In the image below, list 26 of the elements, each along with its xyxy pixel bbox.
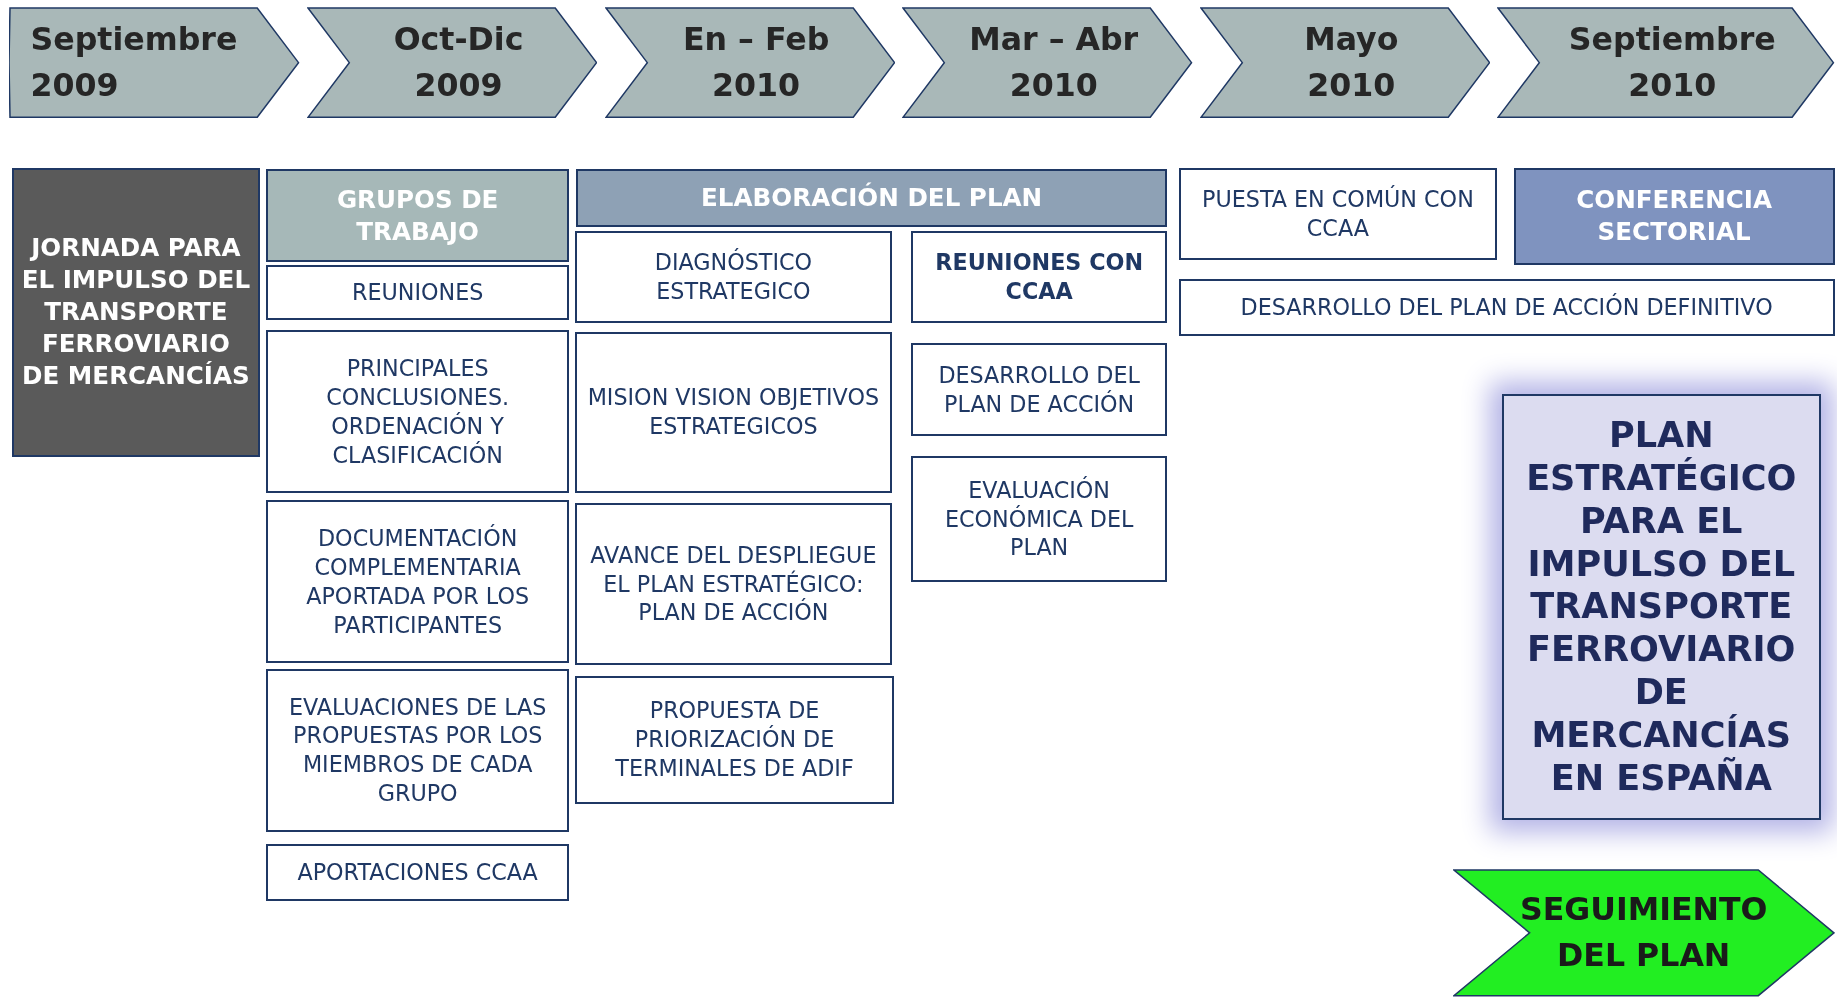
- period-banner: Mayo 2010: [1199, 7, 1491, 119]
- task-box: AVANCE DEL DESPLIEGUE EL PLAN ESTRATÉGICO: PLAN DE ACCIÓN: [575, 502, 892, 666]
- period-banner: Septiembre 2009: [9, 7, 300, 119]
- header-box: ELABORACIÓN DEL PLAN: [576, 168, 1167, 228]
- task-box: EVALUACIONES DE LAS PROPUESTAS POR LOS MIEMBROS DE CADA GRUPO: [265, 668, 570, 832]
- period-banner: En – Feb 2010: [604, 7, 896, 119]
- task-box: MISION VISION OBJETIVOS ESTRATEGICOS: [575, 331, 892, 494]
- task-box: REUNIONES CON CCAA: [911, 230, 1167, 324]
- header-box: CONFERENCIA SECTORIAL: [1513, 167, 1835, 265]
- task-box: EVALUACIÓN ECONÓMICA DEL PLAN: [911, 455, 1167, 583]
- task-box: PROPUESTA DE PRIORIZACIÓN DE TERMINALES DE ADIF: [575, 676, 894, 804]
- period-banner: Mar – Abr 2010: [902, 7, 1193, 119]
- task-box: DOCUMENTACIÓN COMPLEMENTARIA APORTADA POR LOS PARTICIPANTES: [265, 500, 570, 664]
- task-box: DESARROLLO DEL PLAN DE ACCIÓN DEFINITIVO: [1178, 278, 1835, 337]
- task-box: PUESTA EN COMÚN CON CCAA: [1178, 167, 1498, 261]
- task-box: PRINCIPALES CONCLUSIONES. ORDENACIÓN Y CLASIFICACIÓN: [265, 330, 570, 494]
- header-box: GRUPOS DE TRABAJO: [265, 168, 570, 263]
- event-box: JORNADA PARA EL IMPULSO DEL TRANSPORTE FERROVIARIO DE MERCANCÍAS: [11, 167, 261, 457]
- period-banner: Oct-Dic 2009: [306, 7, 598, 119]
- task-box: DESARROLLO DEL PLAN DE ACCIÓN: [911, 343, 1167, 436]
- follow-up-banner: SEGUIMIENTO DEL PLAN: [1452, 869, 1835, 997]
- period-banner: Septiembre 2010: [1497, 7, 1835, 119]
- plan-box: PLAN ESTRATÉGICO PARA EL IMPULSO DEL TRANSPORTE FERROVIARIO DE MERCANCÍAS EN ESPAÑA: [1501, 393, 1821, 821]
- task-box: REUNIONES: [265, 264, 570, 320]
- task-box: DIAGNÓSTICO ESTRATEGICO: [575, 230, 892, 324]
- task-box: APORTACIONES CCAA: [265, 843, 570, 901]
